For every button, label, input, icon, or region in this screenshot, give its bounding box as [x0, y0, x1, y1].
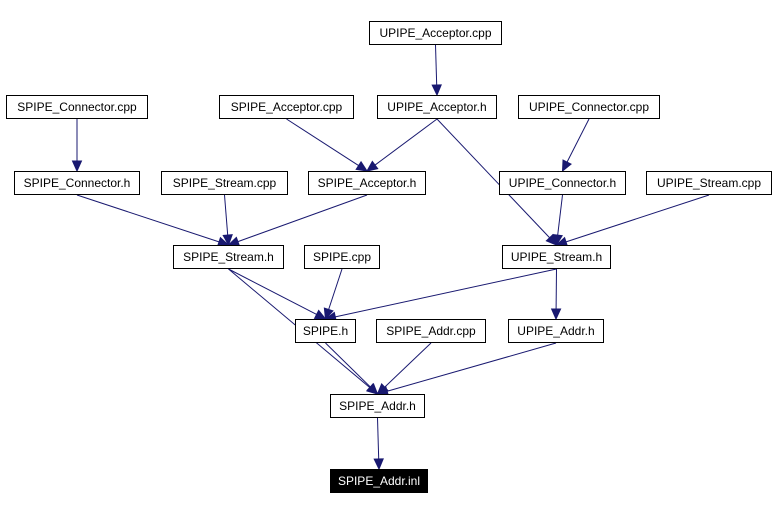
- node-spipe-h[interactable]: SPIPE.h: [295, 319, 356, 343]
- node-spipe-stream-cpp[interactable]: SPIPE_Stream.cpp: [161, 171, 288, 195]
- node-spipe-acceptor-cpp[interactable]: SPIPE_Acceptor.cpp: [219, 95, 354, 119]
- arrowhead-spipe_cpp-to-spipe_h: [323, 307, 334, 321]
- arrowhead-spipe_addr_h-to-spipe_addr_inl: [373, 458, 384, 471]
- arrowhead-spipe_h-to-spipe_addr_h: [366, 382, 379, 395]
- edge-spipe_h-to-spipe_addr_h: [325, 342, 371, 388]
- edge-spipe_stream_cpp-to-spipe_stream_h: [224, 194, 229, 236]
- node-upipe-stream-cpp[interactable]: UPIPE_Stream.cpp: [646, 171, 772, 195]
- node-spipe-acceptor-h[interactable]: SPIPE_Acceptor.h: [308, 171, 426, 195]
- edge-spipe_connector_h-to-spipe_stream_h: [76, 194, 220, 243]
- node-spipe-addr-inl: SPIPE_Addr.inl: [330, 469, 428, 493]
- arrowhead-spipe_stream_h-to-spipe_h: [313, 309, 327, 320]
- edge-upipe_addr_h-to-spipe_addr_h: [386, 342, 557, 392]
- node-upipe-connector-h[interactable]: UPIPE_Connector.h: [499, 171, 626, 195]
- arrowhead-spipe_acceptor_cpp-to-spipe_acceptor_h: [355, 160, 369, 172]
- arrowhead-upipe_acceptor_cpp-to-upipe_acceptor_h: [431, 84, 442, 97]
- edge-spipe_cpp-to-spipe_h: [328, 268, 343, 310]
- node-upipe-addr-h[interactable]: UPIPE_Addr.h: [508, 319, 604, 343]
- arrowhead-upipe_connector_h-to-upipe_stream_h: [552, 233, 563, 247]
- node-upipe-stream-h[interactable]: UPIPE_Stream.h: [502, 245, 611, 269]
- edge-spipe_acceptor_cpp-to-spipe_acceptor_h: [286, 118, 359, 166]
- node-spipe-connector-h[interactable]: SPIPE_Connector.h: [14, 171, 140, 195]
- node-spipe-cpp[interactable]: SPIPE.cpp: [304, 245, 380, 269]
- node-upipe-connector-cpp[interactable]: UPIPE_Connector.cpp: [518, 95, 660, 119]
- edge-spipe_addr_cpp-to-spipe_addr_h: [384, 342, 432, 388]
- arrowhead-upipe_acceptor_h-to-spipe_acceptor_h: [366, 160, 379, 172]
- edge-upipe_acceptor_h-to-spipe_acceptor_h: [374, 118, 438, 166]
- edge-upipe_connector_cpp-to-upipe_connector_h: [566, 118, 590, 163]
- edge-spipe_stream_h-to-spipe_h: [228, 268, 317, 315]
- arrowhead-upipe_connector_cpp-to-upipe_connector_h: [561, 159, 572, 173]
- arrowhead-upipe_stream_h-to-upipe_addr_h: [550, 308, 562, 321]
- edge-spipe_addr_h-to-spipe_addr_inl: [377, 417, 380, 460]
- edge-upipe_acceptor_cpp-to-upipe_acceptor_h: [435, 44, 438, 86]
- node-spipe-stream-h[interactable]: SPIPE_Stream.h: [173, 245, 284, 269]
- node-spipe-connector-cpp[interactable]: SPIPE_Connector.cpp: [6, 95, 148, 119]
- edge-spipe_acceptor_h-to-spipe_stream_h: [237, 194, 368, 243]
- edge-upipe_connector_h-to-upipe_stream_h: [557, 194, 563, 236]
- edge-upipe_stream_cpp-to-upipe_stream_h: [565, 194, 710, 243]
- node-spipe-addr-h[interactable]: SPIPE_Addr.h: [330, 394, 425, 418]
- node-spipe-addr-cpp[interactable]: SPIPE_Addr.cpp: [376, 319, 486, 343]
- node-upipe-acceptor-h[interactable]: UPIPE_Acceptor.h: [377, 95, 497, 119]
- arrowhead-spipe_connector_cpp-to-spipe_connector_h: [71, 160, 83, 173]
- edge-upipe_acceptor_h-to-upipe_stream_h: [436, 118, 550, 239]
- node-upipe-acceptor-cpp[interactable]: UPIPE_Acceptor.cpp: [369, 21, 502, 45]
- edge-upipe_stream_h-to-spipe_h: [335, 268, 557, 318]
- arrowhead-spipe_stream_cpp-to-spipe_stream_h: [222, 234, 233, 247]
